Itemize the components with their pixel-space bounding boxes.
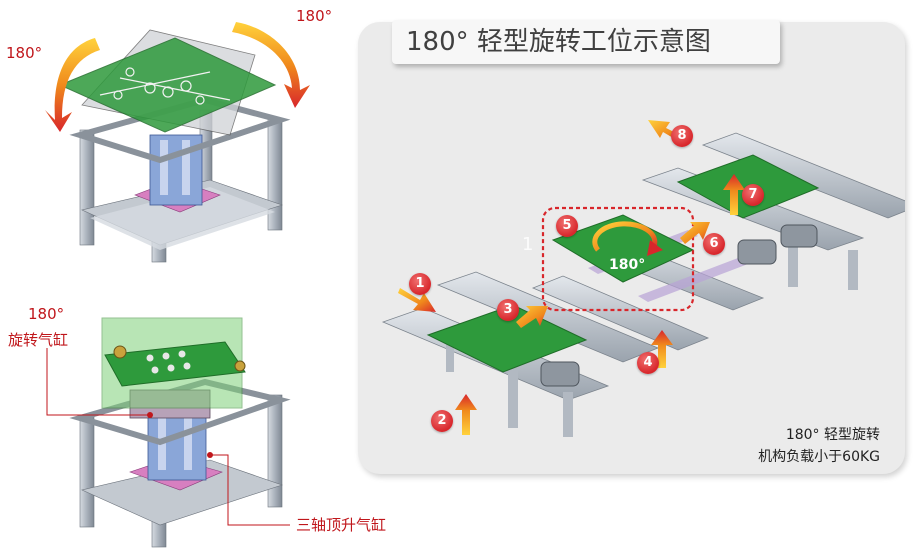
leader-rotate-cylinder (46, 348, 150, 416)
rotation-degree-left: 180° (6, 44, 43, 62)
lift-cylinder-label: 三轴顶升气缸 (296, 516, 387, 534)
rotation-degree-right: 180° (296, 7, 333, 25)
step-8-marker: 8 (671, 125, 693, 147)
step-6-marker: 6 (703, 233, 725, 255)
ghost-number: 1 (522, 234, 534, 255)
step-1-marker: 1 (409, 273, 431, 295)
caption-line-2: 机构负载小于60KG (758, 449, 880, 465)
rotation-station-illustration-top (45, 22, 310, 263)
leader-lift-cylinder (210, 454, 290, 526)
step-2-marker: 2 (431, 410, 453, 432)
conveyor-layout-diagram (381, 120, 905, 437)
step-3-marker: 3 (497, 299, 519, 321)
rotation-badge: 180° (609, 257, 646, 273)
step-7-marker: 7 (742, 184, 764, 206)
rotate-arrow-right (232, 22, 310, 108)
caption-line-1: 180° 轻型旋转 (785, 427, 880, 443)
rotate-cylinder-degree: 180° (28, 305, 65, 323)
step-5-marker: 5 (556, 215, 578, 237)
step-4-marker: 4 (637, 352, 659, 374)
load-capacity-caption: 180° 轻型旋转 机构负载小于60KG (690, 424, 880, 468)
rotate-arrow-left (45, 38, 100, 132)
rotation-station-illustration-bottom (46, 317, 291, 548)
page-title: 180° 轻型旋转工位示意图 (392, 20, 780, 64)
rotate-cylinder-label: 旋转气缸 (8, 331, 69, 349)
